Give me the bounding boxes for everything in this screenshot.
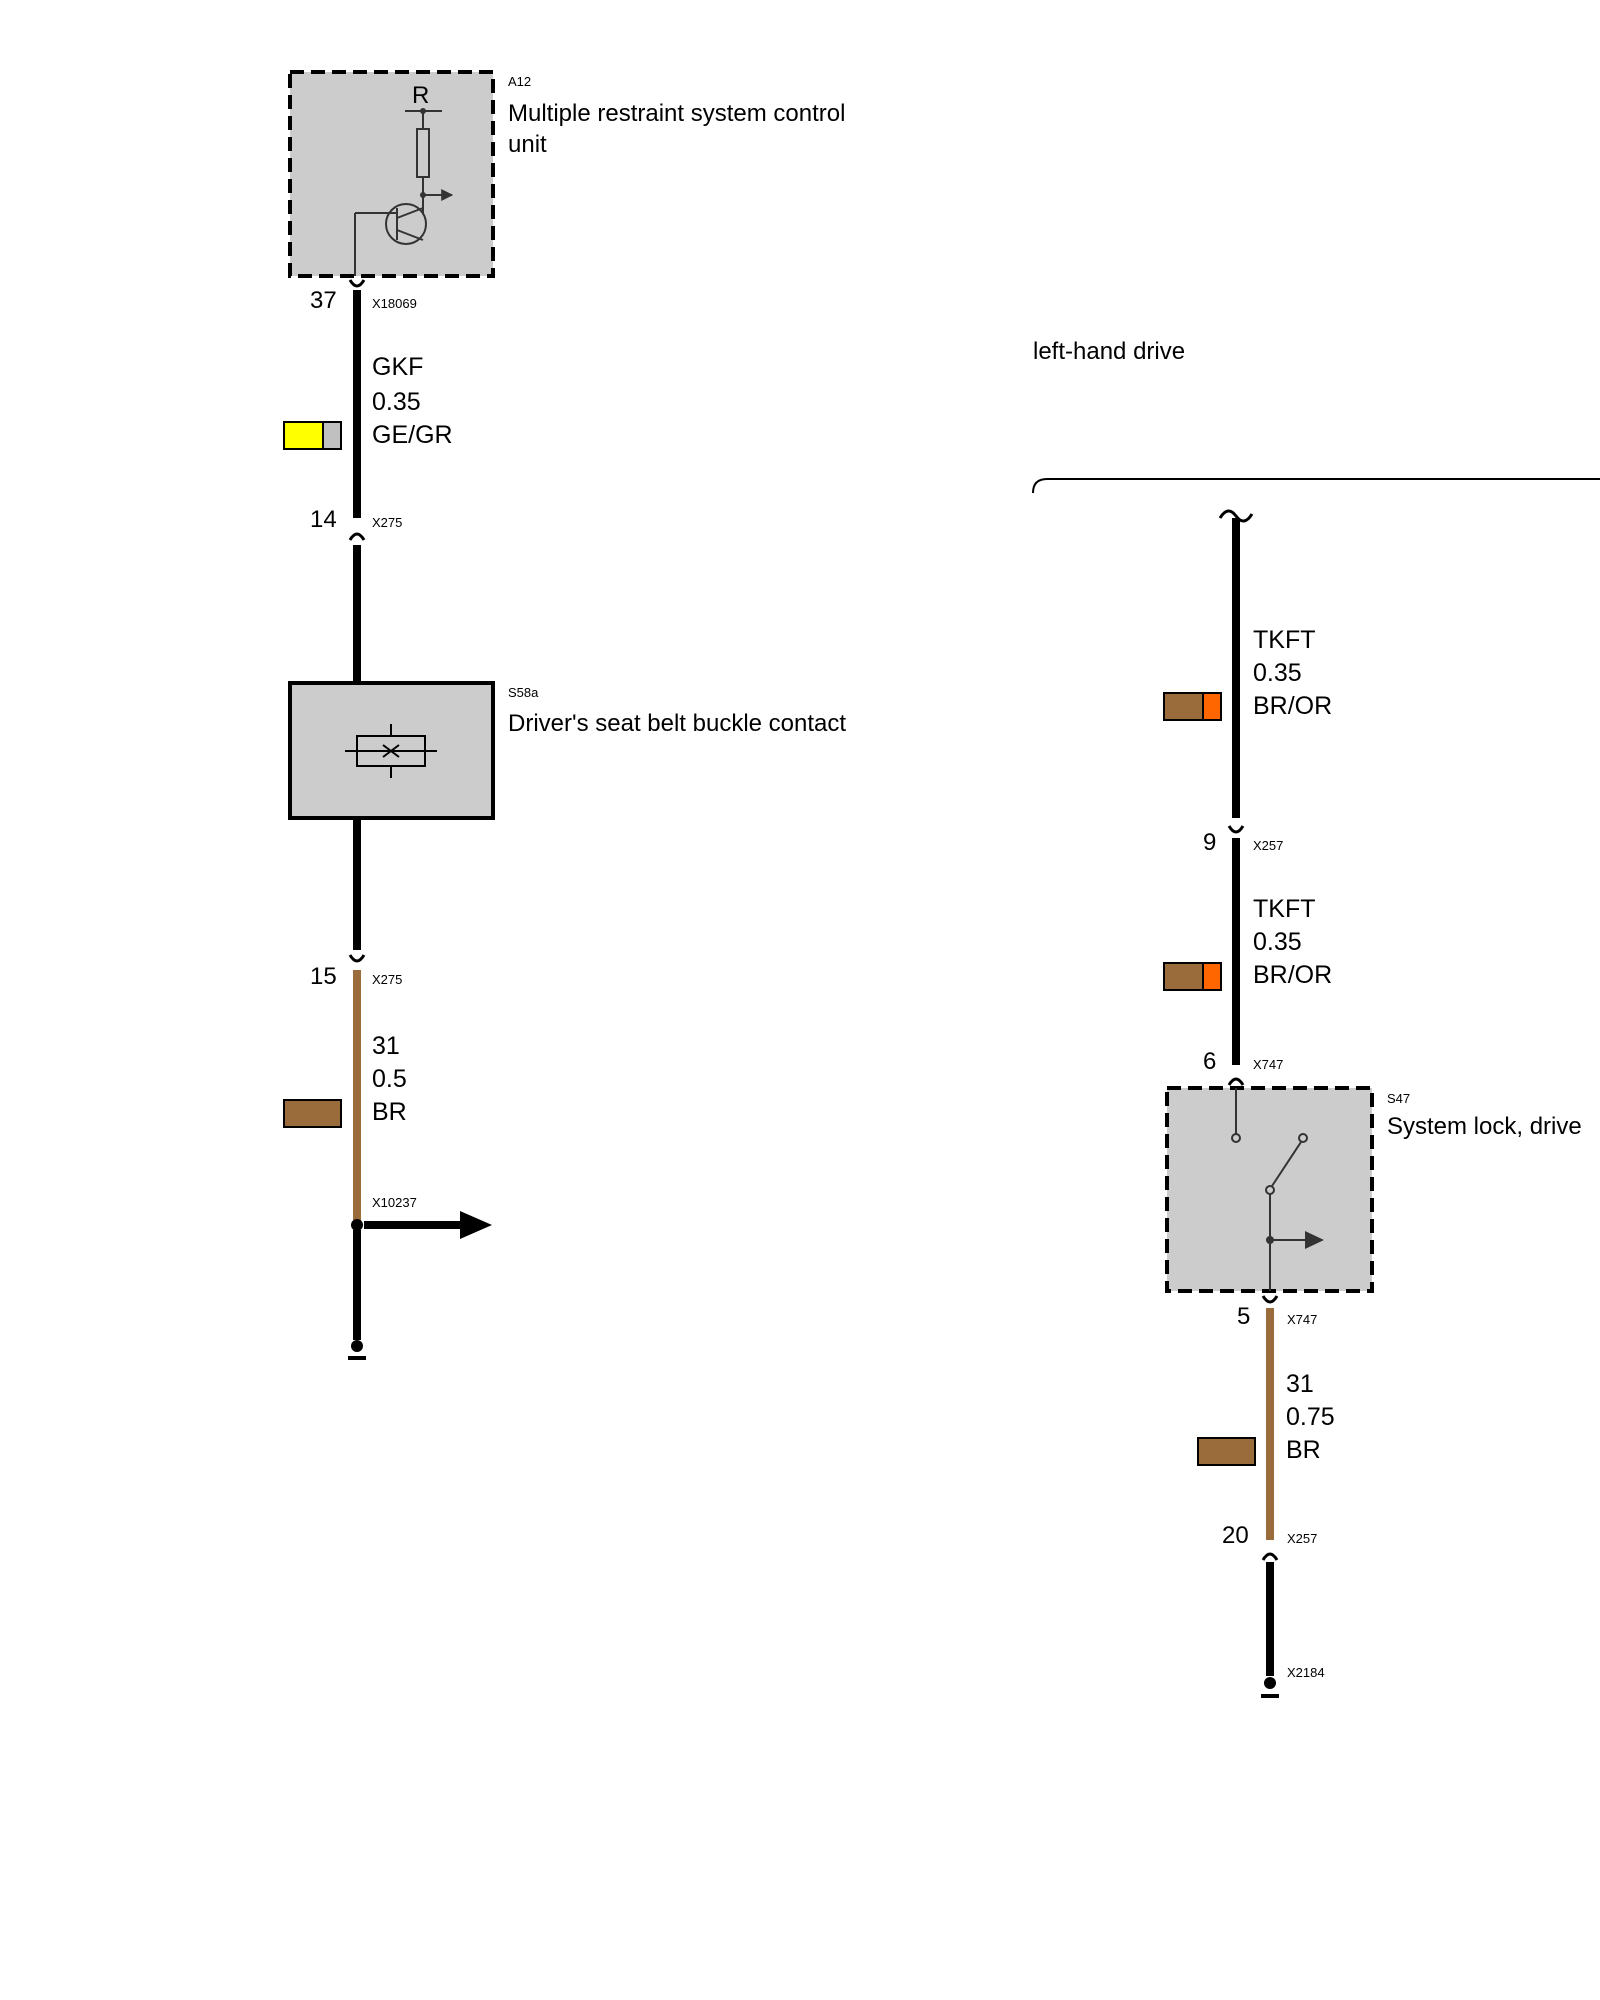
wire-31b-color-code: BR (1286, 1436, 1321, 1464)
connector-x275-14: 14 X275 (310, 506, 402, 541)
wire-31a-gauge: 0.5 (372, 1065, 407, 1093)
connector-name-x747-bottom: X747 (1287, 1312, 1317, 1327)
connector-name-x18069: X18069 (372, 296, 417, 311)
pin-14: 14 (310, 506, 337, 533)
pin-20: 20 (1222, 1522, 1249, 1549)
wire-31b-gauge: 0.75 (1286, 1403, 1335, 1431)
wire-tkft2-color-code: BR/OR (1253, 961, 1332, 989)
section-label-lhd: left-hand drive (1033, 338, 1185, 365)
wire-gkf-color-code: GE/GR (372, 421, 453, 449)
connector-name-x257-bottom: X257 (1287, 1531, 1317, 1546)
wire-31-b: 31 0.75 BR (1197, 1308, 1335, 1540)
color-swatch-br-b (1197, 1437, 1256, 1466)
pin-15: 15 (310, 963, 337, 990)
s58a-name: Driver's seat belt buckle contact (508, 710, 846, 737)
wire-tkft-1: TKFT 0.35 BR/OR (1163, 518, 1332, 818)
connector-x747-6: 6 X747 (1203, 1048, 1283, 1086)
switch-s58a: S58a Driver's seat belt buckle contact (288, 681, 846, 820)
buckle-contact-symbol (345, 724, 437, 778)
wire-gkf: GKF 0.35 GE/GR (283, 290, 453, 518)
continuation-break-icon (1218, 509, 1254, 523)
wire-gkf-gauge: 0.35 (372, 388, 421, 416)
ground-x2184: X2184 (1261, 1562, 1325, 1698)
connector-name-x275-bottom: X275 (372, 972, 402, 987)
a12-name-line1: Multiple restraint system control (508, 100, 845, 127)
wire-tkft-2: TKFT 0.35 BR/OR (1163, 838, 1332, 1065)
connector-name-x275-top: X275 (372, 515, 402, 530)
connector-name-x10237: X10237 (372, 1195, 417, 1210)
pin-37: 37 (310, 287, 337, 314)
wire-tkft1-signal: TKFT (1253, 626, 1316, 654)
wire-31a-color-code: BR (372, 1098, 407, 1126)
connector-name-x747-top: X747 (1253, 1057, 1283, 1072)
switch-s47: S47 System lock, drive (1165, 1086, 1582, 1293)
wire-tkft2-gauge: 0.35 (1253, 928, 1302, 956)
control-unit-a12: A12 Multiple restraint system control un… (288, 70, 845, 278)
color-swatch-ge-gr (283, 421, 342, 450)
splice-x10237: X10237 (348, 1195, 492, 1360)
color-swatch-br-or-2 (1163, 962, 1222, 991)
a12-name-line2: unit (508, 131, 547, 158)
wire-tkft1-color-code: BR/OR (1253, 692, 1332, 720)
connector-x747-5: 5 X747 (1237, 1295, 1317, 1330)
pin-9: 9 (1203, 829, 1216, 856)
junction-dot (1266, 1236, 1274, 1244)
s58a-code: S58a (508, 685, 539, 700)
connector-name-x2184: X2184 (1287, 1665, 1325, 1680)
connector-x257-9: 9 X257 (1203, 825, 1283, 856)
ground-icon (348, 1340, 366, 1360)
wire-tkft1-gauge: 0.35 (1253, 659, 1302, 687)
connector-name-x257-top: X257 (1253, 838, 1283, 853)
resistor-label: R (412, 82, 429, 109)
s47-code: S47 (1387, 1091, 1410, 1106)
continuation-arrow-icon (460, 1211, 492, 1239)
wire-31a-signal: 31 (372, 1032, 400, 1060)
connector-x275-15: 15 X275 (310, 954, 402, 990)
color-swatch-br-or-1 (1163, 692, 1222, 721)
pin-5: 5 (1237, 1303, 1250, 1330)
wire-gkf-signal: GKF (372, 353, 423, 381)
a12-code: A12 (508, 74, 531, 89)
pin-6: 6 (1203, 1048, 1216, 1075)
transistor-symbol: R (354, 82, 454, 276)
section-bracket (1032, 478, 1600, 494)
connector-x18069: 37 X18069 (310, 279, 417, 314)
wire-tkft2-signal: TKFT (1253, 895, 1316, 923)
wire-31b-signal: 31 (1286, 1370, 1314, 1398)
wire-31-a: 31 0.5 BR (283, 970, 407, 1222)
color-swatch-br-a (283, 1099, 342, 1128)
s47-name: System lock, drive (1387, 1113, 1582, 1140)
connector-x257-20: 20 X257 (1222, 1522, 1317, 1561)
